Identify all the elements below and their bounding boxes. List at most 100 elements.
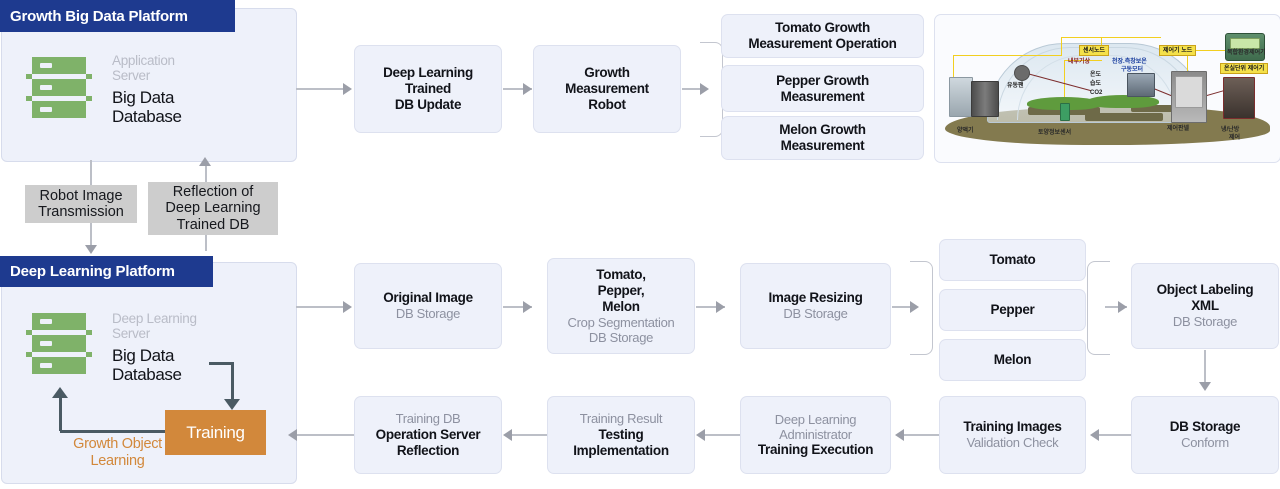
plant-bed-2 <box>1085 113 1163 121</box>
crop-melon-box[interactable]: Melon <box>939 339 1086 381</box>
dl-server-main-line1: Big Data <box>112 345 175 365</box>
crop-pepper-box[interactable]: Pepper <box>939 289 1086 331</box>
image-resizing-light: DB Storage <box>783 306 848 322</box>
crop-seg-light2: DB Storage <box>588 329 654 345</box>
top-conn-1-line <box>296 88 344 90</box>
training-label: Training <box>186 422 245 442</box>
crop-pepper-label: Pepper <box>990 302 1035 318</box>
nutrient-supply-equipment <box>949 77 973 117</box>
dl-server-sub-line2: Server <box>112 326 150 342</box>
db-update-line2: Trained <box>405 81 451 97</box>
hvac-label-2: 제어 <box>1229 135 1241 141</box>
row2-conn-5-arrow <box>288 429 297 441</box>
row2-conn-3-arrow <box>696 429 705 441</box>
db-update-line1: Deep Learning <box>383 65 473 81</box>
server-rack-icon <box>26 313 92 375</box>
growth-server-sub-line1: Application <box>112 53 175 68</box>
bottom-conn-4-arrow <box>910 301 919 313</box>
robot-line2: Measurement <box>565 81 649 97</box>
operation-server-reflection-box[interactable]: Training DB Operation Server Reflection <box>354 396 502 474</box>
bottom-conn-3-arrow <box>716 301 725 313</box>
crop-segmentation-box[interactable]: Tomato, Pepper, Melon Crop Segmentation … <box>547 258 695 354</box>
training-exec-bold: Training Execution <box>757 442 874 458</box>
sensor-node-label: 센서노드 <box>1079 45 1110 56</box>
training-execution-box[interactable]: Deep Learning Administrator Training Exe… <box>740 396 891 474</box>
row2-conn-4-line <box>511 434 547 436</box>
operation-bold1: Operation Server <box>375 426 481 442</box>
testing-implementation-box[interactable]: Training Result Testing Implementation <box>547 396 695 474</box>
crop-seg-bold1: Tomato, <box>596 266 646 282</box>
original-image-light: DB Storage <box>395 306 461 322</box>
network-line-sensor-drop <box>1101 37 1103 50</box>
crop-tomato-box[interactable]: Tomato <box>939 239 1086 281</box>
db-storage-conform-box[interactable]: DB Storage Conform <box>1131 396 1279 474</box>
bottom-conn-3-line <box>696 306 725 308</box>
melon-measure-line2: Measurement <box>780 138 865 153</box>
humidity-label: 습도 <box>1090 81 1102 87</box>
row2-conn-1-arrow <box>1090 429 1099 441</box>
control-panel-screen <box>1175 76 1203 108</box>
object-labeling-xml-box[interactable]: Object Labeling XML DB Storage <box>1131 263 1279 349</box>
soil-information-sensor <box>1060 103 1070 121</box>
crops-fanin-bracket <box>1087 261 1110 355</box>
original-image-bold: Original Image <box>383 290 473 306</box>
row2-conn-4-arrow <box>503 429 512 441</box>
row2-conn-1-line <box>1098 434 1131 436</box>
hvac-photo <box>1223 77 1255 119</box>
reflection-note-line1: Reflection of <box>172 184 254 201</box>
network-line-sensor-to-soil <box>1064 60 1102 62</box>
nutrient-supply-equipment-2 <box>971 81 999 117</box>
row2-conn-2-arrow <box>895 429 904 441</box>
crop-seg-bold3: Melon <box>602 298 640 314</box>
training-exec-light2: Administrator <box>779 427 852 443</box>
crop-row-2 <box>1087 95 1159 108</box>
goal-line1: Growth Object <box>73 436 162 452</box>
top-conn-1-arrow <box>343 83 352 95</box>
labeling-to-dbstorage-line <box>1204 350 1206 384</box>
network-line-top <box>1061 37 1161 39</box>
deep-learning-trained-db-update-box[interactable]: Deep Learning Trained DB Update <box>354 45 502 133</box>
top-conn-2-line <box>503 88 532 90</box>
reflection-trained-db-note: Reflection of Deep Learning Trained DB <box>148 182 278 235</box>
row2-conn-2-line <box>903 434 939 436</box>
testing-light: Training Result <box>579 411 663 427</box>
original-image-box[interactable]: Original Image DB Storage <box>354 263 502 349</box>
crops-fanout-bracket <box>910 261 933 355</box>
image-resizing-box[interactable]: Image Resizing DB Storage <box>740 263 891 349</box>
object-labeling-light: DB Storage <box>1172 314 1238 330</box>
training-images-box[interactable]: Training Images Validation Check <box>939 396 1086 474</box>
growth-measurement-robot-box[interactable]: Growth Measurement Robot <box>533 45 681 133</box>
robot-note-line2: Transmission <box>38 204 124 220</box>
reflection-note-line3: Trained DB <box>176 216 250 233</box>
bottom-conn-5-line <box>1105 306 1127 308</box>
growth-platform-title-text: Growth Big Data Platform <box>10 7 188 25</box>
robot-line3: Robot <box>588 96 626 112</box>
internal-weather-label: 내부기상 <box>1068 59 1091 65</box>
training-block[interactable]: Training <box>165 410 266 455</box>
training-to-db-line-v <box>59 396 62 431</box>
tomato-growth-measurement-box[interactable]: Tomato Growth Measurement Operation <box>721 14 924 58</box>
db-to-training-arrow <box>224 399 240 410</box>
circulation-fan <box>1014 65 1030 81</box>
labeling-to-dbstorage-arrow <box>1199 382 1211 391</box>
object-labeling-bold2: XML <box>1191 298 1219 314</box>
testing-bold1: Testing <box>598 426 644 442</box>
pepper-growth-measurement-box[interactable]: Pepper Growth Measurement <box>721 65 924 112</box>
robot-image-transmission-note: Robot Image Transmission <box>25 185 137 223</box>
co2-label: CO2 <box>1090 90 1103 96</box>
bottom-conn-2-line <box>503 306 532 308</box>
growth-object-learning-label: Growth Object Learning <box>45 436 190 469</box>
melon-growth-measurement-box[interactable]: Melon Growth Measurement <box>721 116 924 160</box>
hvac-label-1: 냉/난방 <box>1221 127 1240 133</box>
bottom-conn-4-line <box>892 306 916 308</box>
network-line-left-drop <box>953 55 955 81</box>
robot-line1: Growth <box>584 65 630 81</box>
controller-node-label: 제어기 노드 <box>1159 45 1197 56</box>
bottom-conn-1-line <box>296 306 344 308</box>
crop-melon-label: Melon <box>993 352 1032 368</box>
network-line-left <box>953 55 1061 57</box>
environment-controller-screen <box>1230 38 1260 49</box>
dl-server-sub-line1: Deep Learning <box>112 311 197 326</box>
control-panel-label: 제어판넬 <box>1167 126 1190 132</box>
